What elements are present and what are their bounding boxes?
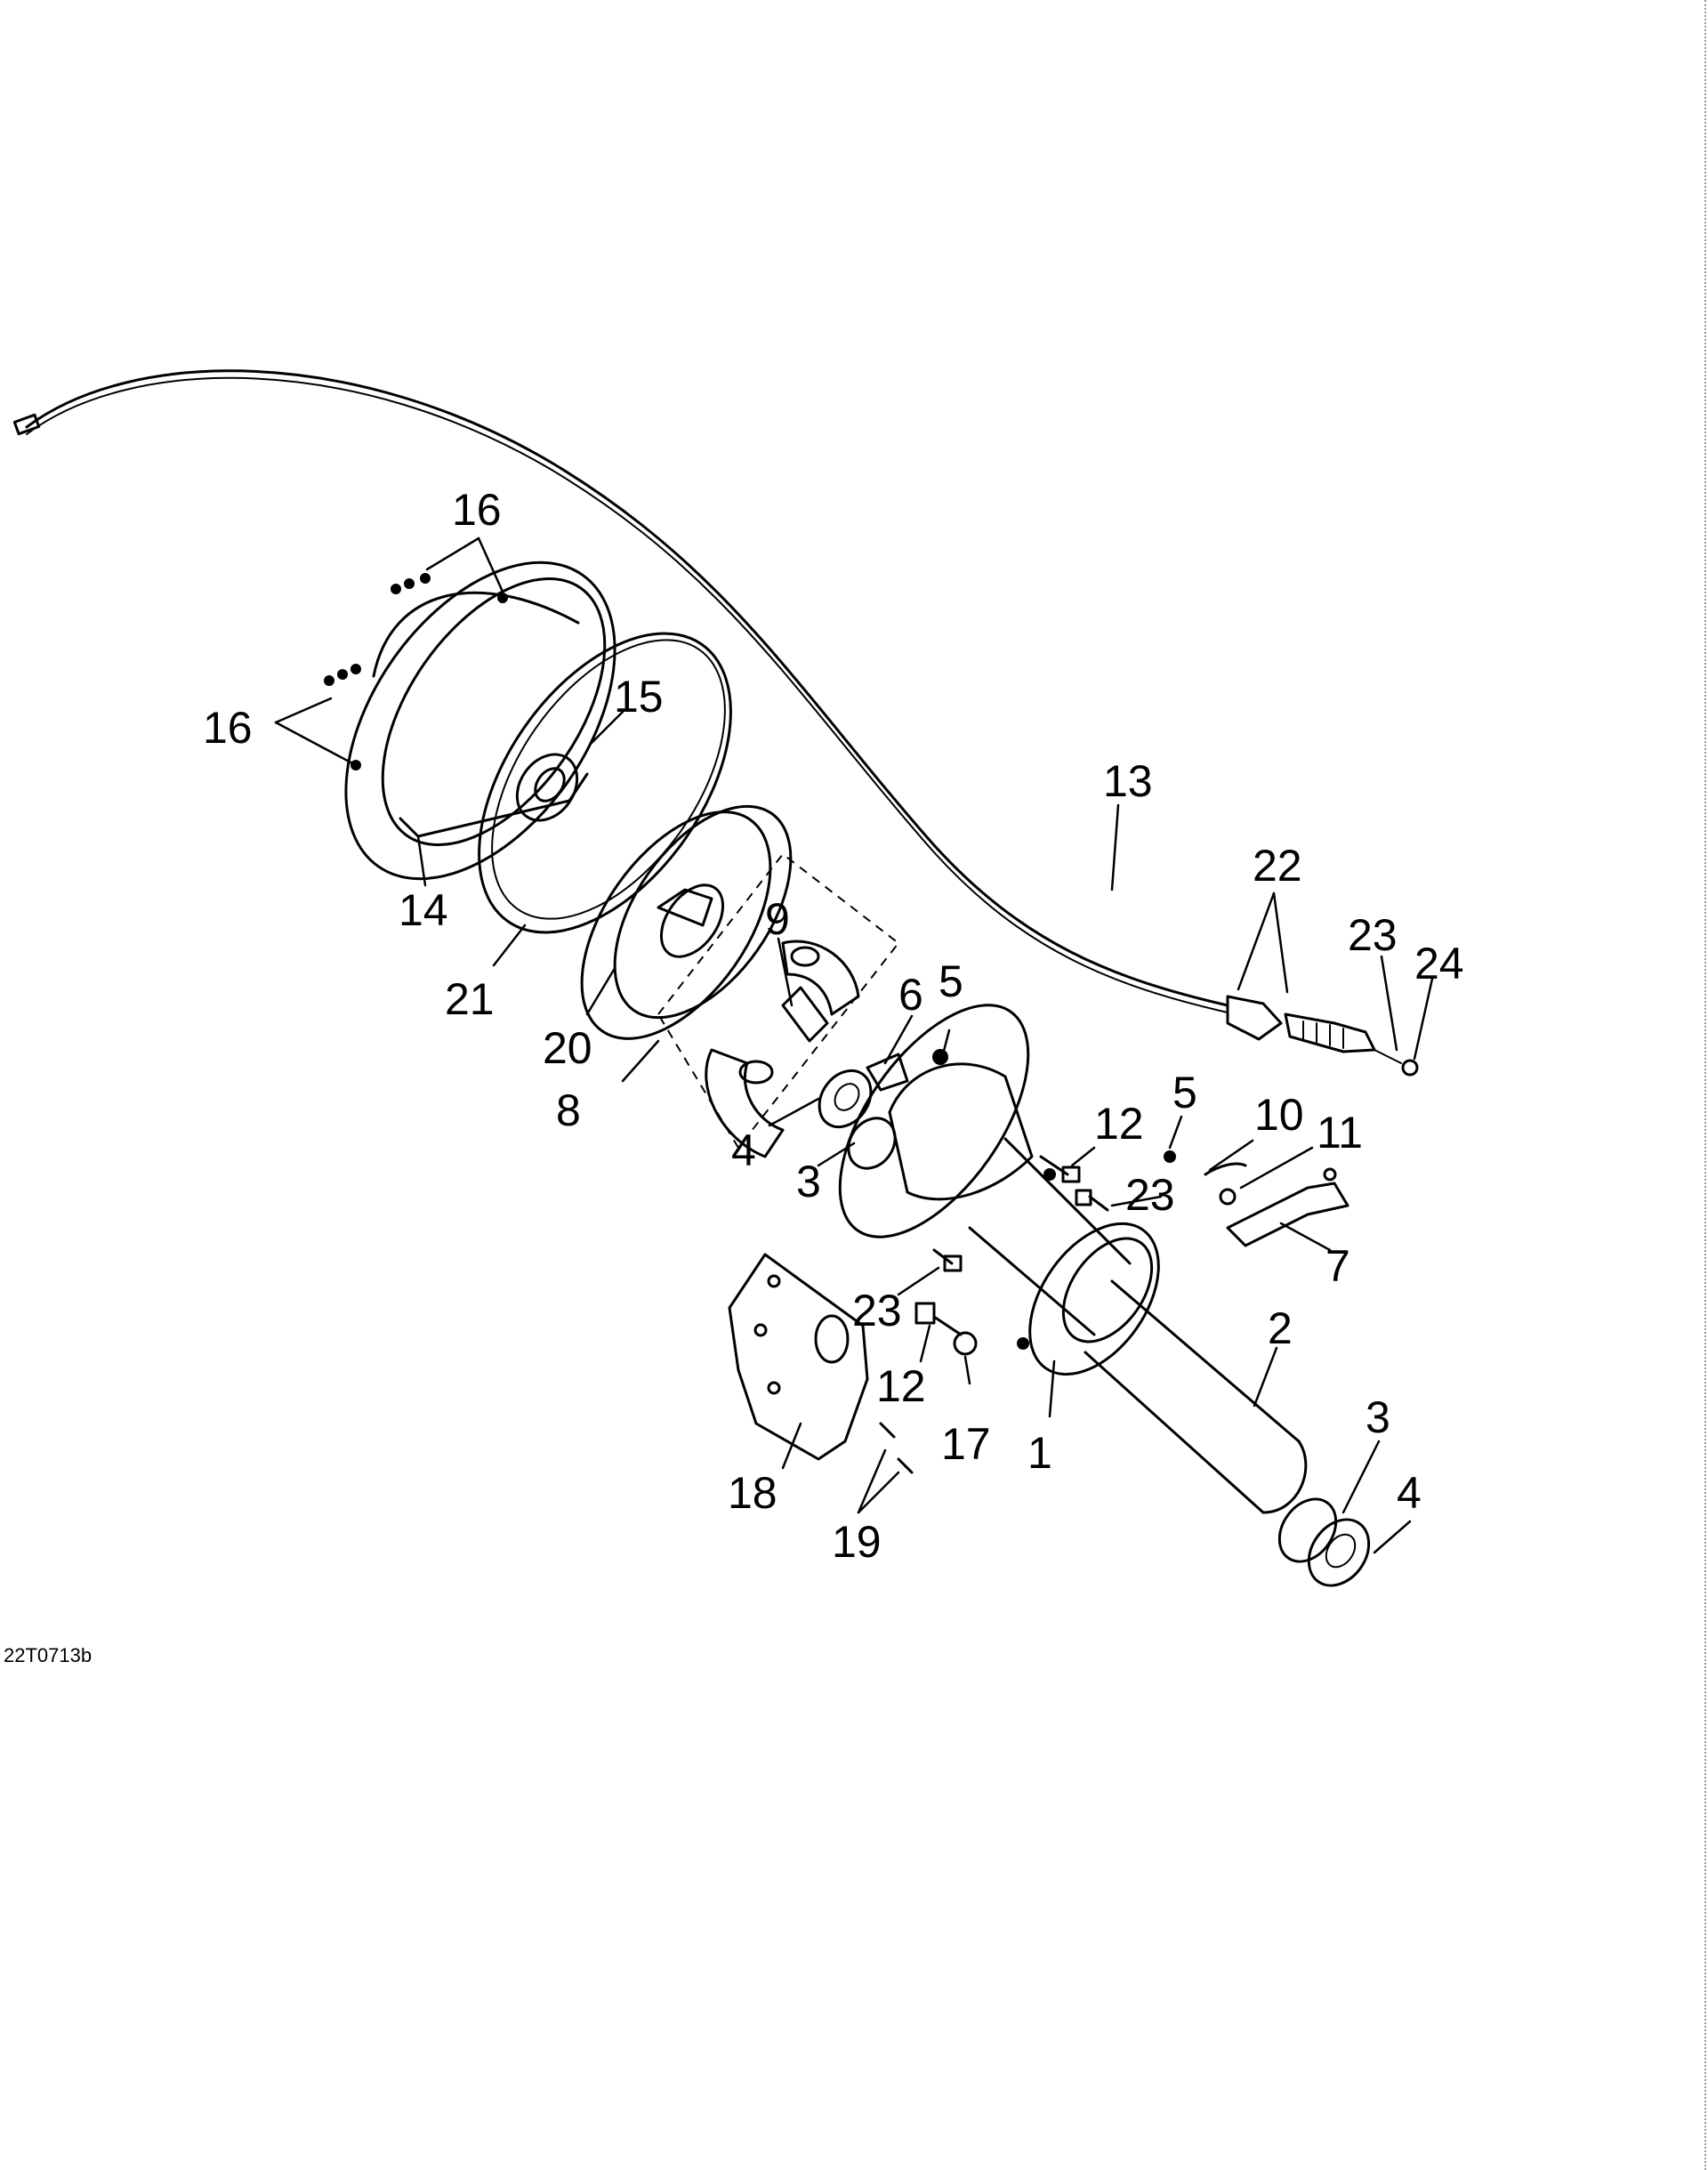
callout-22: 22 [1253,841,1302,891]
callout-11: 11 [1317,1108,1363,1158]
callout-19: 19 [832,1517,882,1567]
callout-6: 6 [898,970,923,1020]
callout-14: 14 [399,885,448,935]
callout-5-left: 5 [939,956,963,1006]
callout-12-right: 12 [1094,1099,1144,1149]
callout-15: 15 [614,672,664,722]
end-bearing-and-seal [1277,1497,1371,1587]
brake-lever [1164,1150,1349,1247]
figure-id: 22T0713b [4,1644,92,1666]
callouts: 16 16 15 14 21 20 8 9 6 5 4 3 13 22 23 2… [203,485,1464,1567]
callout-23-mid: 23 [1125,1170,1175,1220]
callout-20: 20 [543,1023,592,1073]
drum-cover [324,561,616,881]
callout-23-lower: 23 [852,1286,902,1335]
callout-17: 17 [941,1419,991,1469]
callout-9: 9 [765,894,790,944]
callout-13: 13 [1103,756,1153,806]
callout-4-left: 4 [731,1125,756,1175]
callout-3-left: 3 [796,1157,821,1206]
callout-4-right: 4 [1397,1468,1422,1518]
callout-5-right: 5 [1172,1068,1197,1117]
callout-23-top: 23 [1348,910,1398,960]
heat-shield [728,1253,914,1474]
callout-7: 7 [1325,1241,1350,1291]
callout-3-right: 3 [1366,1392,1390,1442]
seal [515,753,579,822]
axle-housing [838,1004,1308,1514]
callout-12-lower: 12 [876,1361,926,1411]
callout-10: 10 [1254,1090,1304,1140]
gasket [478,632,732,934]
callout-8: 8 [556,1085,581,1135]
brake-shoe-kit [657,852,900,1158]
callout-18: 18 [728,1468,777,1518]
callout-16-left: 16 [203,703,253,753]
page-edge [1704,0,1706,2170]
callout-16-top: 16 [452,485,502,535]
brake-drum [580,804,793,1040]
brake-cable [12,369,1419,1077]
callout-24: 24 [1414,939,1464,988]
callout-2: 2 [1268,1303,1293,1353]
callout-1: 1 [1027,1428,1052,1478]
callout-21: 21 [445,974,495,1024]
fasteners [914,1155,1109,1356]
leader-lines [274,536,1434,1554]
